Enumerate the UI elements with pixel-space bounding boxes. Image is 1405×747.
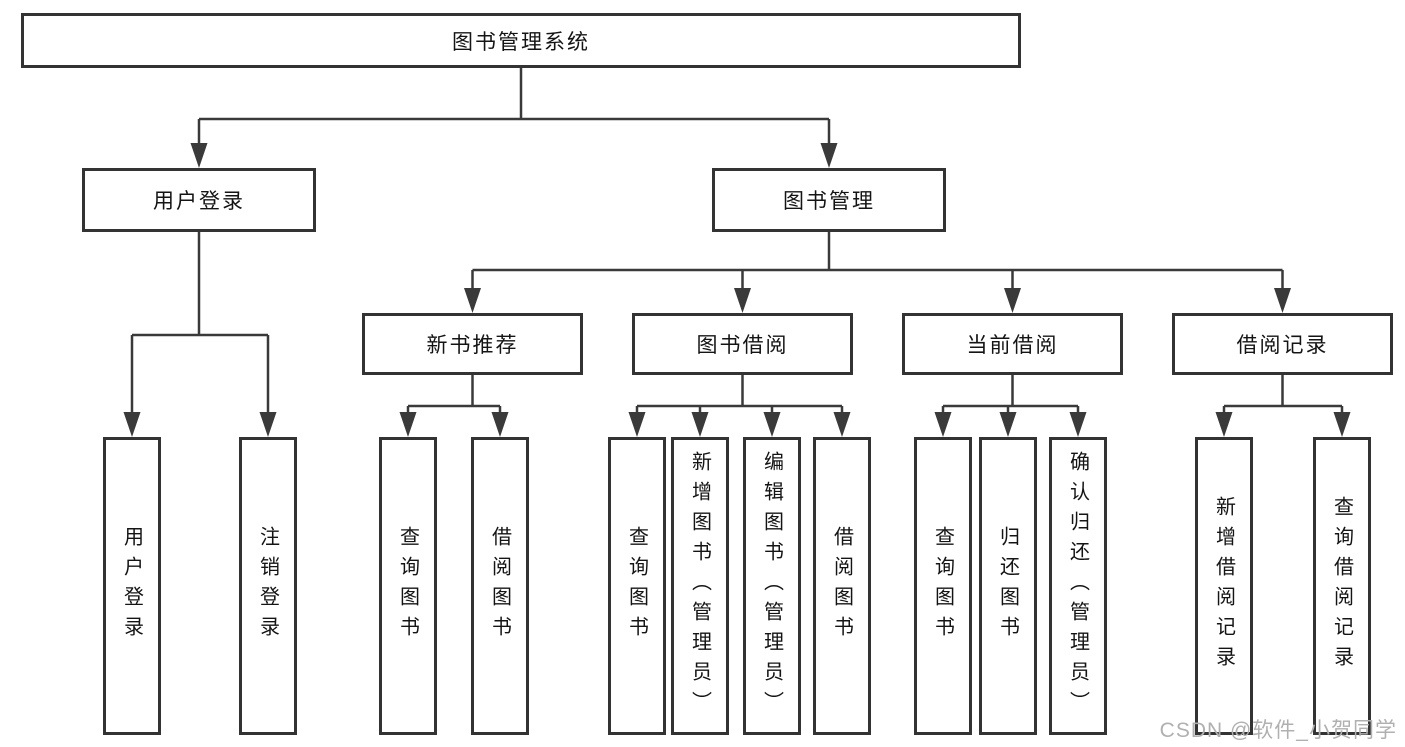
- node-current-borrow: 当前借阅: [902, 313, 1123, 375]
- arrow-down-icon: [833, 412, 851, 437]
- node-user-login-label: 用户登录: [153, 190, 245, 213]
- leaf-label: 查询图书: [931, 526, 954, 646]
- leaf-label: 查询图书: [396, 526, 419, 646]
- leaf-borrow-book: 借阅图书: [813, 437, 871, 735]
- leaf-query-book: 查询图书: [379, 437, 437, 735]
- arrow-down-icon: [491, 412, 509, 437]
- leaf-query-borrow-record: 查询借阅记录: [1313, 437, 1371, 735]
- node-book-management: 图书管理: [712, 168, 946, 232]
- leaf-label: 用户登录: [120, 526, 143, 646]
- node-new-book-recommend-label: 新书推荐: [426, 334, 519, 357]
- arrow-down-icon: [259, 412, 277, 437]
- node-root: 图书管理系统: [21, 13, 1021, 68]
- arrow-down-icon: [190, 143, 208, 168]
- arrow-down-icon: [399, 412, 417, 437]
- arrow-down-icon: [464, 288, 481, 313]
- leaf-label: 查询借阅记录: [1330, 496, 1353, 676]
- leaf-return-book: 归还图书: [979, 437, 1037, 735]
- node-book-borrow-label: 图书借阅: [696, 334, 789, 357]
- leaf-label: 注销登录: [256, 526, 279, 646]
- arrow-down-icon: [628, 412, 646, 437]
- node-book-borrow: 图书借阅: [632, 313, 853, 375]
- arrow-down-icon: [1004, 288, 1021, 313]
- leaf-label: 归还图书: [996, 526, 1019, 646]
- leaf-edit-book-admin: 编辑图书（管理员）: [743, 437, 801, 735]
- leaf-label: 确认归还（管理员）: [1066, 451, 1089, 721]
- arrow-down-icon: [123, 412, 141, 437]
- arrow-down-icon: [1274, 288, 1291, 313]
- node-book-management-label: 图书管理: [783, 190, 875, 213]
- leaf-label: 新增图书（管理员）: [688, 451, 711, 721]
- arrow-down-icon: [820, 143, 838, 168]
- arrow-down-icon: [691, 412, 709, 437]
- leaf-query-book: 查询图书: [914, 437, 972, 735]
- arrow-down-icon: [1333, 412, 1351, 437]
- arrow-down-icon: [999, 412, 1017, 437]
- arrow-down-icon: [763, 412, 781, 437]
- leaf-label: 借阅图书: [488, 526, 511, 646]
- node-root-label: 图书管理系统: [452, 30, 590, 54]
- arrow-down-icon: [1069, 412, 1087, 437]
- leaf-label: 借阅图书: [830, 526, 853, 646]
- node-borrow-records: 借阅记录: [1172, 313, 1393, 375]
- node-new-book-recommend: 新书推荐: [362, 313, 583, 375]
- leaf-add-borrow-record: 新增借阅记录: [1195, 437, 1253, 735]
- leaf-label: 编辑图书（管理员）: [760, 451, 783, 721]
- leaf-borrow-book: 借阅图书: [471, 437, 529, 735]
- node-user-login: 用户登录: [82, 168, 316, 232]
- leaf-label: 查询图书: [625, 526, 648, 646]
- arrow-down-icon: [934, 412, 952, 437]
- leaf-add-book-admin: 新增图书（管理员）: [671, 437, 729, 735]
- leaf-query-book: 查询图书: [608, 437, 666, 735]
- arrow-down-icon: [734, 288, 751, 313]
- arrow-down-icon: [1215, 412, 1233, 437]
- leaf-label: 新增借阅记录: [1212, 496, 1235, 676]
- leaf-user-login: 用户登录: [103, 437, 161, 735]
- node-borrow-records-label: 借阅记录: [1236, 334, 1329, 357]
- csdn-watermark: CSDN @软件_小贺同学: [1159, 719, 1397, 742]
- leaf-confirm-return-admin: 确认归还（管理员）: [1049, 437, 1107, 735]
- node-current-borrow-label: 当前借阅: [966, 334, 1059, 357]
- leaf-logout-login: 注销登录: [239, 437, 297, 735]
